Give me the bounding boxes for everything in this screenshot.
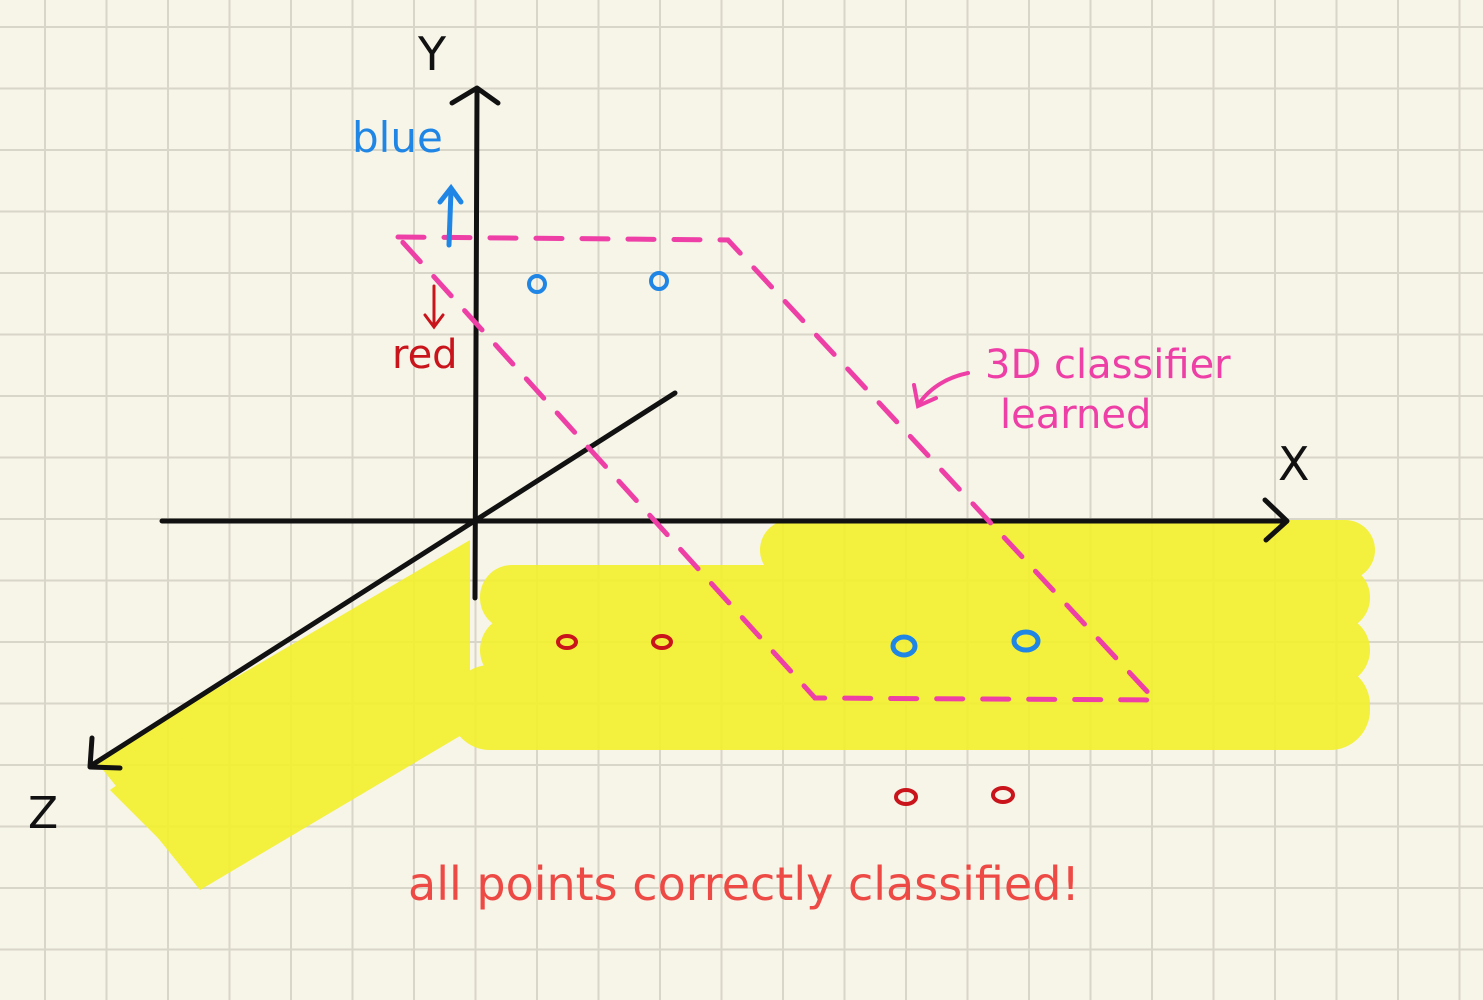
note-arrow — [912, 371, 970, 409]
up-arrow-icon — [437, 183, 464, 248]
axes — [87, 85, 1290, 771]
blue-side-label: blue — [352, 113, 443, 162]
caption: all points correctly classified! — [408, 857, 1080, 911]
classifier-note-line1: 3D classifier — [985, 342, 1231, 388]
red-point — [556, 634, 578, 650]
x-axis-label: X — [1278, 437, 1310, 491]
y-axis — [472, 89, 480, 601]
red-point — [991, 786, 1015, 804]
blue-point — [649, 271, 669, 291]
blue-point — [890, 634, 918, 658]
red-point — [894, 788, 918, 806]
z-axis-label: Z — [28, 788, 58, 839]
y-axis-arrowhead — [449, 85, 501, 106]
down-arrow-icon — [423, 284, 445, 330]
red-point — [651, 634, 673, 650]
direction-arrows — [423, 183, 464, 330]
classifier-note-line2: learned — [1000, 392, 1151, 438]
red-side-label: red — [392, 332, 458, 378]
data-points — [527, 271, 1041, 806]
z-axis-arrowhead — [87, 735, 123, 771]
blue-point — [1011, 629, 1041, 653]
x-axis-arrowhead — [1262, 497, 1290, 543]
z-axis — [89, 390, 678, 768]
y-axis-label: Y — [417, 27, 447, 81]
yellow-highlight — [95, 520, 1375, 890]
blue-point — [527, 274, 547, 294]
